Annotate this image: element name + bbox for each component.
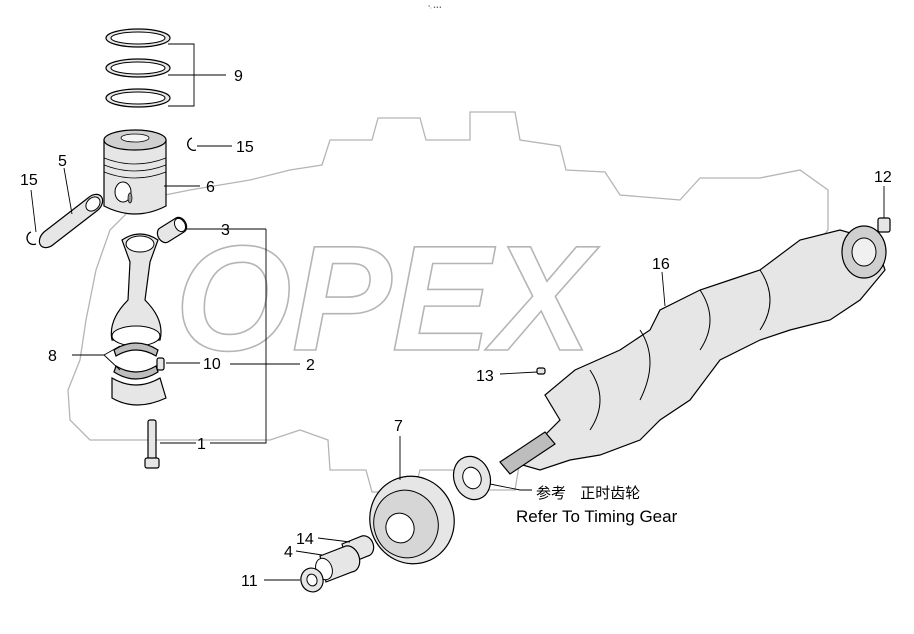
callout-9: 9: [234, 68, 243, 85]
callout-7: 7: [394, 418, 403, 435]
pilot-pin: [877, 217, 891, 233]
header-mark: °ᵢ •••: [428, 5, 442, 11]
small-end-bushing: [156, 216, 188, 244]
circlip-right: [187, 137, 197, 151]
nose-washer: [300, 567, 324, 593]
callout-13: 13: [476, 368, 494, 385]
bearing-cap: [111, 376, 167, 406]
callout-16: 16: [652, 256, 670, 273]
callout-3: 3: [221, 222, 230, 239]
circlip-left: [26, 231, 37, 246]
callout-11: 11: [241, 573, 258, 590]
piston-rings: [105, 28, 171, 108]
callout-2: 2: [306, 357, 315, 374]
note-chinese: 参考 正时齿轮: [536, 484, 640, 502]
note-english: Refer To Timing Gear: [516, 507, 678, 526]
callout-5: 5: [58, 153, 67, 170]
callout-15-left: 15: [20, 172, 38, 189]
callout-14: 14: [296, 531, 314, 548]
rod-bolt: [144, 419, 160, 469]
crank-gear: [452, 455, 492, 501]
callout-8: 8: [48, 348, 57, 365]
callout-15-right: 15: [236, 139, 254, 156]
callout-1: 1: [197, 436, 206, 453]
seal-sleeve: [315, 545, 361, 583]
connecting-rod: [110, 233, 162, 347]
piston-pin: [38, 193, 104, 249]
callout-6: 6: [206, 179, 215, 196]
bearing-shells: [113, 342, 159, 380]
crankshaft: [499, 225, 887, 475]
crank-pulley: [369, 475, 455, 565]
woodruff-key: [536, 367, 546, 375]
callout-12: 12: [874, 169, 892, 186]
watermark-text: OPEX: [175, 214, 600, 382]
callout-4: 4: [284, 544, 293, 561]
piston: [103, 129, 167, 215]
watermark-logo: OPEX: [174, 213, 600, 383]
dowel-pin: [156, 357, 165, 371]
callout-10: 10: [203, 356, 221, 373]
